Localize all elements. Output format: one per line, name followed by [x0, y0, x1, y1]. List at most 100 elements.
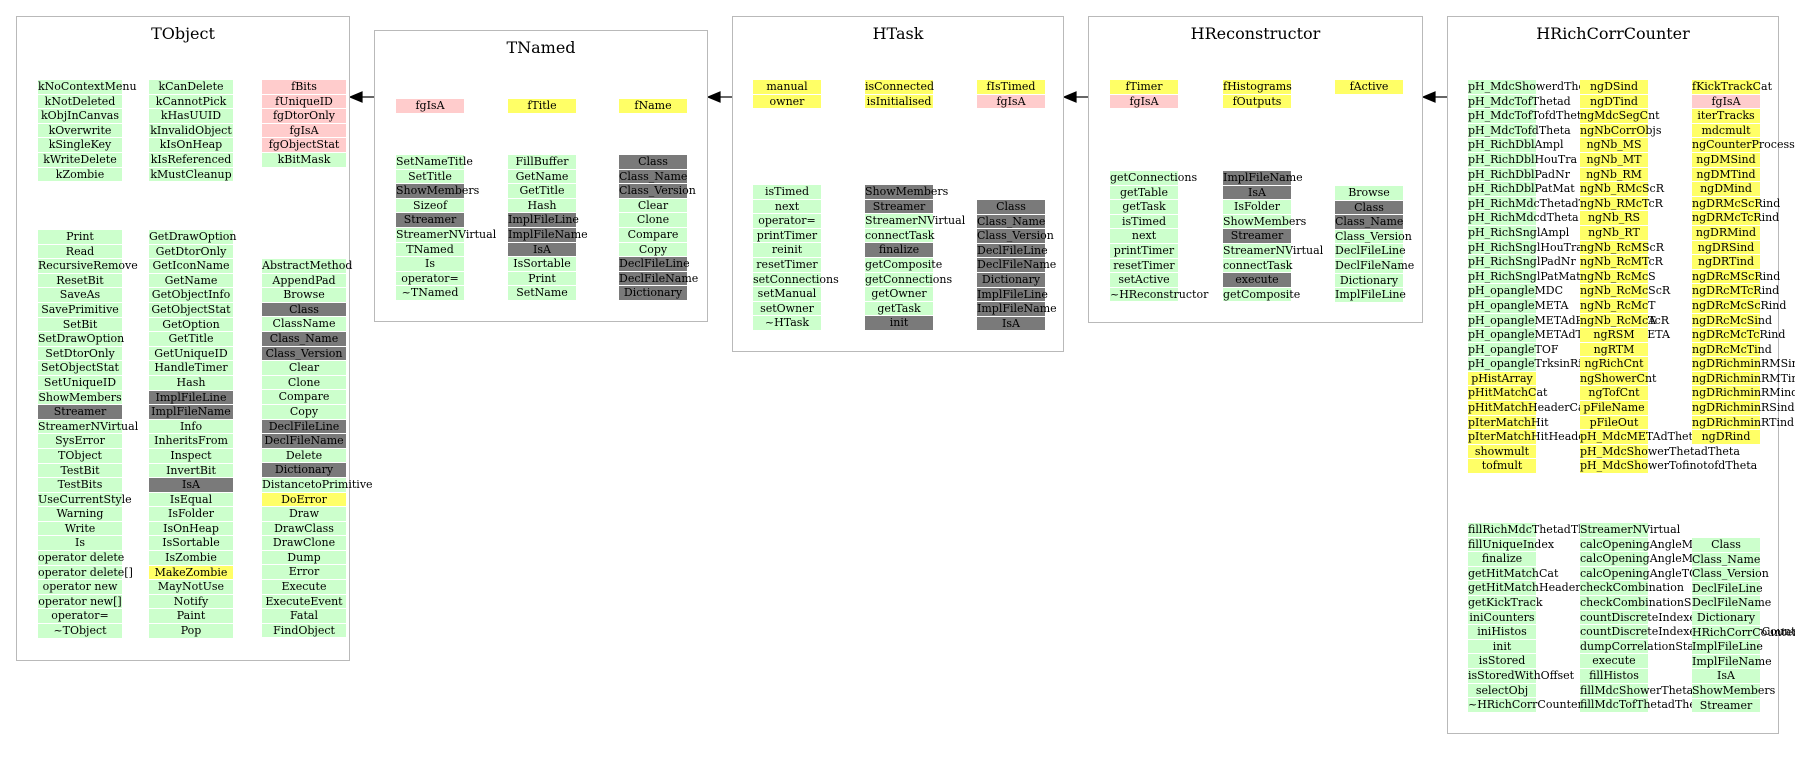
- member-function: getHitMatchCat: [1468, 566, 1559, 581]
- data-member: pIterMatchHit: [1468, 415, 1549, 430]
- member-function: Compare: [262, 390, 346, 404]
- member-function: getKickTrack: [1468, 595, 1543, 610]
- member-function: InvertBit: [149, 463, 233, 478]
- member-function: operator=: [38, 609, 122, 624]
- member-function: IsFolder: [1223, 200, 1291, 214]
- member-function: IsZombie: [149, 551, 233, 565]
- member-function: kBitMask: [262, 152, 346, 167]
- member-function: AbstractMethod: [262, 259, 353, 273]
- data-member: pFileName: [1580, 401, 1648, 415]
- data-member: ngNb_RcMTcR: [1580, 255, 1663, 269]
- member-function: IsFolder: [149, 507, 233, 521]
- member-function: TestBits: [38, 478, 122, 492]
- member-function: iniHistos: [1468, 625, 1536, 639]
- data-member: ngRSM: [1580, 328, 1648, 342]
- data-member: ngNb_RcMcScR: [1580, 284, 1671, 298]
- member-function: Hash: [508, 198, 576, 213]
- data-member: fgIsA: [396, 99, 464, 113]
- member-function: setManual: [753, 287, 821, 301]
- data-member: pFileOut: [1580, 415, 1648, 430]
- member-function: getComposite: [865, 257, 943, 272]
- member-function: GetTitle: [149, 332, 233, 346]
- member-function: TNamed: [396, 242, 464, 257]
- member-function: calcOpeningAngleTOF: [1580, 566, 1706, 581]
- member-function: operator delete: [38, 551, 125, 565]
- data-member: ngShowerCnt: [1580, 371, 1657, 386]
- member-function: SavePrimitive: [38, 302, 122, 317]
- member-function: dumpCorrelationStatus: [1580, 639, 1712, 654]
- member-function: connectTask: [1223, 258, 1293, 273]
- data-member: fIsTimed: [977, 80, 1045, 94]
- data-member: ngNb_RcMcS: [1580, 269, 1656, 284]
- member-function: Sizeof: [396, 198, 464, 213]
- member-function: SetNameTitle: [396, 155, 473, 169]
- data-member: ngRichCnt: [1580, 357, 1648, 371]
- member-function: Class: [619, 155, 687, 169]
- member-function: calcOpeningAngleMETA: [1580, 552, 1716, 566]
- member-function: Hash: [149, 375, 233, 390]
- member-function: getOwner: [865, 287, 933, 301]
- member-function: checkCombination: [1580, 581, 1684, 595]
- data-member: ngDRcMScRind: [1692, 269, 1781, 284]
- member-function: SaveAs: [38, 288, 122, 302]
- member-function: ImplFileName: [149, 405, 233, 419]
- member-function: fillMdcShowerThetadTheta: [1580, 683, 1733, 698]
- data-member: ngNb_RcMScR: [1580, 240, 1664, 255]
- data-member: ngDRichminRMSind: [1692, 357, 1795, 371]
- member-function: pH_opangleTrksinRing: [1468, 357, 1596, 371]
- member-function: pH_MdcTofThetad: [1468, 94, 1571, 109]
- data-member: ngDRcMcTind: [1692, 342, 1772, 357]
- member-function: setActive: [1110, 273, 1178, 287]
- member-function: Info: [149, 419, 233, 434]
- member-function: GetName: [149, 273, 233, 288]
- data-member: fgIsA: [1110, 94, 1178, 109]
- data-member: fName: [619, 99, 687, 113]
- members-column: fName: [619, 99, 687, 113]
- data-member: fKickTrackCat: [1692, 80, 1773, 94]
- member-function: checkCombinationSameCat: [1580, 595, 1735, 610]
- member-function: DeclFileName: [619, 271, 699, 286]
- member-function: DrawClone: [262, 536, 346, 550]
- member-function: ~TObject: [38, 624, 122, 638]
- member-function: kObjInCanvas: [38, 109, 122, 123]
- member-function: ~HRichCorrCounter: [1468, 698, 1583, 712]
- data-member: pH_MdcMETAdTheta: [1580, 430, 1700, 444]
- class-title: HRichCorrCounter: [1536, 24, 1690, 43]
- data-member: fTimer: [1110, 80, 1178, 94]
- data-member: fgDtorOnly: [262, 109, 346, 123]
- arrowhead-tobject: [348, 91, 363, 103]
- member-function: printTimer: [1110, 243, 1178, 258]
- member-function: pH_RichDblAmpl: [1468, 138, 1564, 152]
- member-function: StreamerNVirtual: [1223, 243, 1324, 258]
- member-function: Class_Version: [262, 346, 346, 361]
- data-member: fActive: [1335, 80, 1403, 94]
- data-member: pHitMatchHeaderCat: [1468, 401, 1589, 415]
- data-member: ngDRichminRSind: [1692, 401, 1795, 415]
- member-function: DeclFileName: [1692, 596, 1772, 610]
- member-function: IsA: [1692, 669, 1760, 683]
- member-function: ImplFileLine: [508, 213, 579, 227]
- member-function: getTask: [1110, 200, 1178, 214]
- member-function: StreamerNVirtual: [1580, 523, 1681, 537]
- member-function: DeclFileLine: [977, 243, 1048, 258]
- data-member: ngDTind: [1580, 94, 1648, 109]
- member-function: pH_RichSnglPadNr: [1468, 255, 1576, 269]
- member-function: kCanDelete: [149, 80, 233, 94]
- data-member: ngDRcMTcRind: [1692, 284, 1780, 298]
- data-member: iterTracks: [1692, 109, 1760, 123]
- data-member: ngTofCnt: [1580, 386, 1648, 401]
- member-function: Class_Version: [1335, 229, 1412, 244]
- member-function: kIsReferenced: [149, 152, 233, 167]
- member-function: pH_opangleTOF: [1468, 342, 1559, 357]
- member-function: ~HTask: [753, 316, 821, 330]
- data-member: pHitMatchCat: [1468, 386, 1548, 401]
- data-member: fgObjectStat: [262, 138, 346, 152]
- member-function: countDiscreteIndexesHRichCorrCounter: [1580, 625, 1795, 639]
- member-function: fillMdcTofThetadTheta: [1580, 698, 1707, 712]
